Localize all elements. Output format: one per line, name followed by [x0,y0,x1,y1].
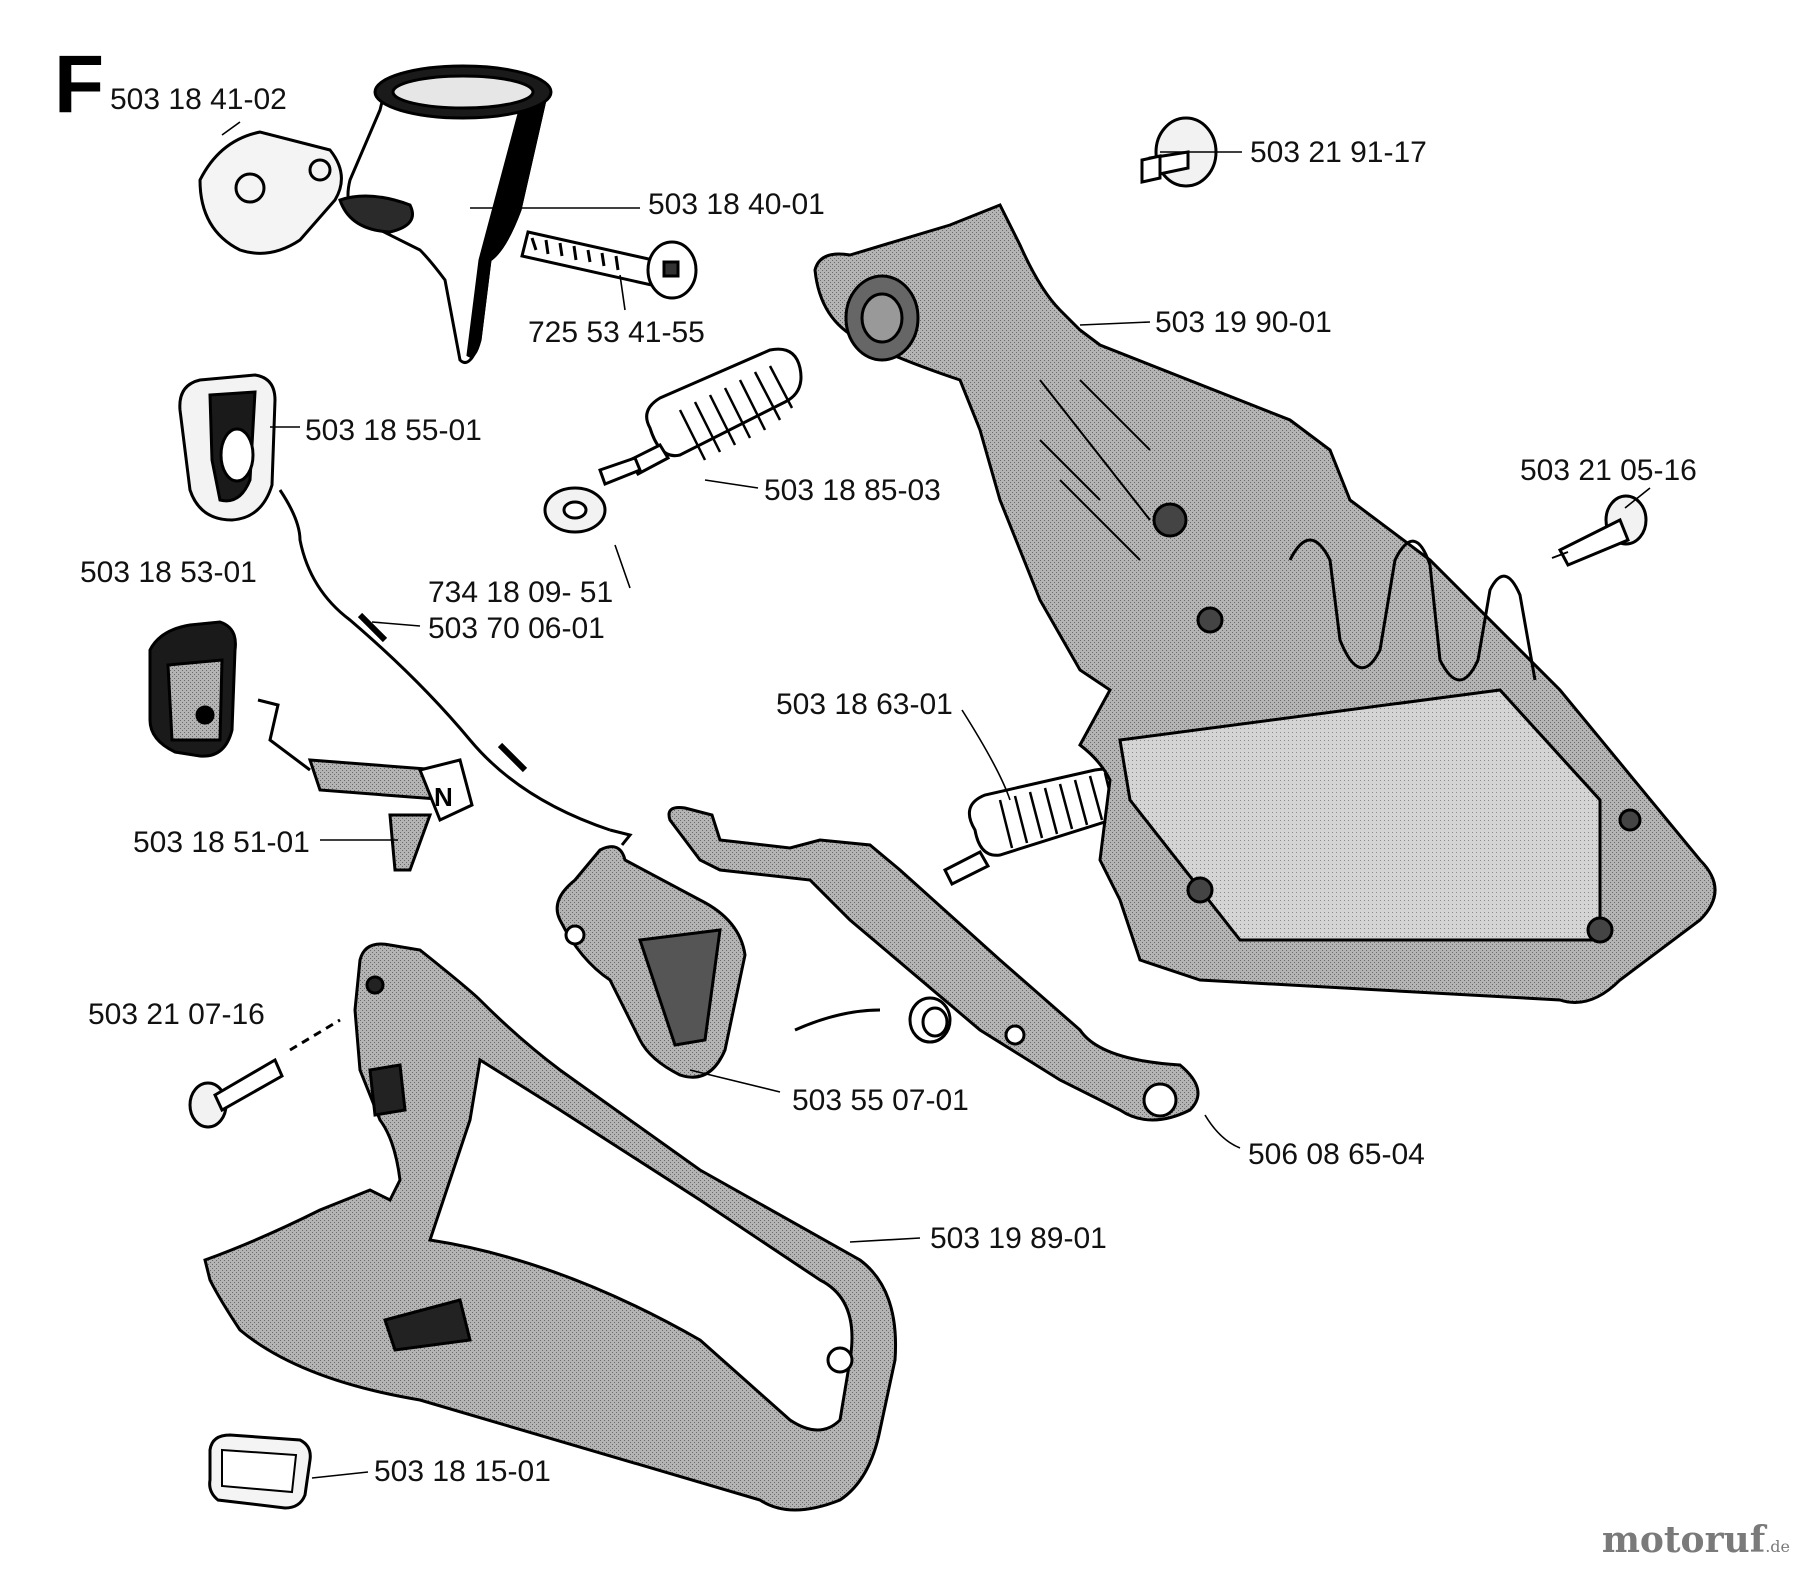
choke-lever: N [257,698,474,872]
washer [543,486,607,534]
part-number-throttle-cable: 503 70 06-01 [428,612,605,645]
part-number-rear-handle-housing: 503 19 90-01 [1155,306,1332,339]
part-number-front-handle-housing: 503 19 89-01 [930,1222,1107,1255]
flange-gasket [198,130,343,255]
torsion-spring [794,996,952,1044]
svg-text:N: N [434,782,453,812]
part-number-screw-left: 503 21 07-16 [88,998,265,1031]
throttle-trigger [555,845,747,1079]
part-number-flange-gasket: 503 18 41-02 [110,83,287,116]
part-number-screw-right: 503 21 05-16 [1520,454,1697,487]
part-number-rubber-cap: 503 18 53-01 [80,556,257,589]
part-number-spring-upper: 503 18 85-03 [764,474,941,507]
vibration-spring-lower [942,767,1130,887]
screw-right [1551,494,1648,567]
rubber-cap [148,620,237,758]
socket-screw [520,230,698,300]
part-number-screw-upper-right: 503 21 91-17 [1250,136,1427,169]
part-number-washer: 734 18 09- 51 [428,576,614,609]
leader-lines [221,121,1651,1479]
intake-funnel [338,64,553,364]
watermark: motoruf.de [1602,1522,1790,1558]
section-letter: F [54,39,105,130]
rear-handle-housing [813,203,1717,1004]
throttle-cable [278,489,633,846]
part-number-spring-lower: 503 18 63-01 [776,688,953,721]
watermark-suffix: .de [1765,1537,1790,1556]
watermark-brand: motoruf [1601,1519,1766,1561]
part-number-socket-screw: 725 53 41-55 [528,316,705,349]
screw-left [188,1018,341,1129]
part-number-rubber-bushing: 503 18 55-01 [305,414,482,447]
part-number-stop-switch: 503 18 15-01 [374,1455,551,1488]
vibration-spring-upper [598,347,803,486]
throttle-lock-lever [667,806,1200,1122]
part-number-throttle-lock-lever: 506 08 65-04 [1248,1138,1425,1171]
part-number-choke-lever: 503 18 51-01 [133,826,310,859]
front-handle-housing [203,942,898,1512]
part-number-throttle-trigger: 503 55 07-01 [792,1084,969,1117]
stop-switch [208,1433,312,1510]
rubber-bushing [178,373,277,522]
part-number-intake-funnel: 503 18 40-01 [648,188,825,221]
